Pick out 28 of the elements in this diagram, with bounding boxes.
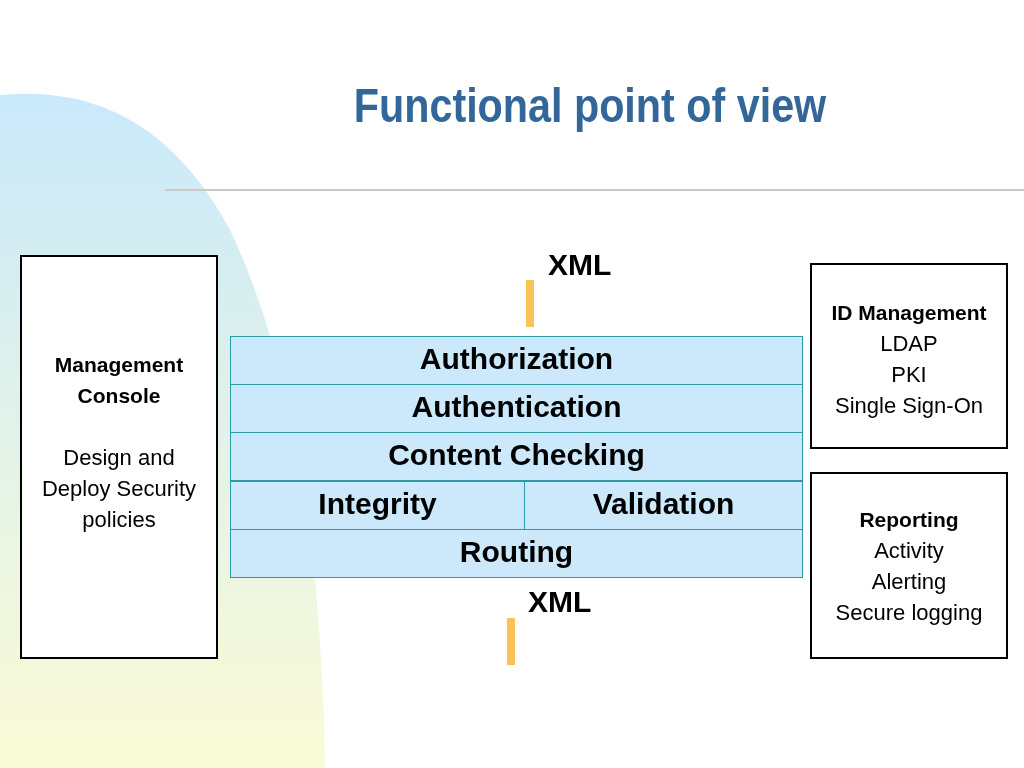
format-label: XML [548,248,612,282]
box-text: PKI [891,361,927,389]
box-heading: Reporting [859,507,959,533]
layer-band [230,481,525,530]
layer-label: Authorization [419,341,614,377]
format-label: XML [528,585,592,619]
box-heading: ID Management [831,300,987,326]
box-text: Activity [874,537,944,565]
box-text: Design and Deploy Security policies [40,444,198,534]
info-box [20,255,218,659]
layer-label: Integrity [318,486,437,522]
layer-label: Routing [459,534,574,570]
layer-band [230,529,803,578]
box-text: LDAP [880,330,938,358]
layer-band [230,336,803,385]
layer-label: Validation [592,486,735,522]
info-box [810,472,1008,659]
box-text: Alerting [871,568,947,596]
slide-title: Functional point of view [352,78,828,133]
layer-label: Content Checking [388,437,645,473]
info-box [810,263,1008,449]
layer-band [524,481,803,530]
layer-band [230,384,803,433]
layer-label: Authentication [411,389,622,425]
box-text: Secure logging [835,599,983,627]
box-text: Single Sign-On [835,392,983,420]
box-heading: Management Console [53,352,185,409]
layer-band [230,432,803,481]
